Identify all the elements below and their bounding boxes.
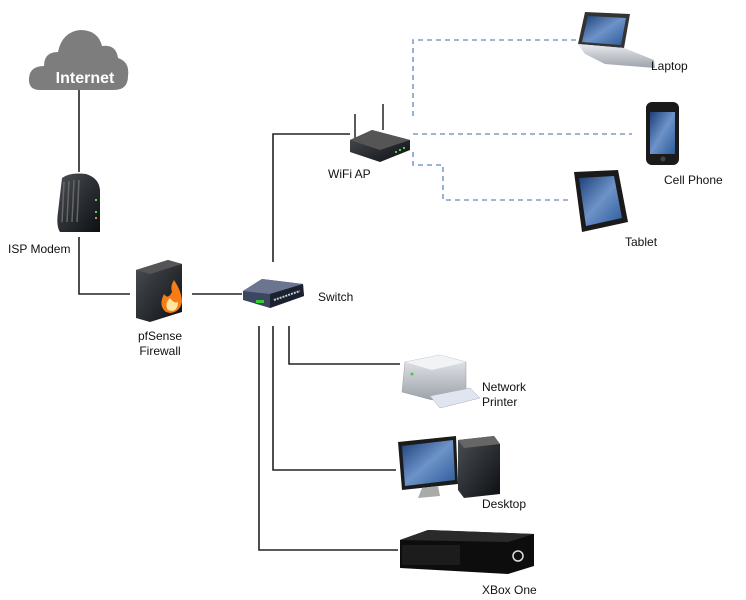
- phone-icon: [646, 102, 679, 165]
- firewall-label-line2: Firewall: [139, 344, 180, 358]
- wifi-ap-node[interactable]: WiFi AP: [328, 104, 410, 181]
- desktop-label: Desktop: [482, 497, 526, 511]
- tablet-label: Tablet: [625, 235, 658, 249]
- modem-node[interactable]: ISP Modem: [8, 173, 100, 257]
- internet-node[interactable]: Internet: [28, 30, 129, 90]
- tablet-icon: [574, 170, 628, 232]
- cell-phone-label: Cell Phone: [664, 173, 723, 187]
- internet-label: Internet: [56, 70, 115, 87]
- wireless-links: [412, 39, 632, 201]
- printer-label-line2: Printer: [482, 395, 517, 409]
- laptop-node[interactable]: Laptop: [578, 12, 688, 73]
- printer-icon: [401, 354, 481, 409]
- firewall-node[interactable]: pfSense Firewall: [136, 260, 182, 358]
- firewall-label-line1: pfSense: [138, 329, 182, 343]
- modem-icon: [57, 173, 100, 232]
- desktop-icon: [398, 436, 500, 498]
- router-icon: [350, 104, 410, 162]
- link-wifi-laptop: [412, 39, 578, 116]
- firewall-icon: [136, 260, 182, 322]
- printer-node[interactable]: Network Printer: [401, 354, 527, 409]
- laptop-label: Laptop: [651, 59, 688, 73]
- desktop-node[interactable]: Desktop: [398, 436, 526, 511]
- laptop-icon: [578, 12, 655, 68]
- xbox-node[interactable]: XBox One: [400, 530, 537, 597]
- xbox-label: XBox One: [482, 583, 537, 597]
- switch-node[interactable]: Switch: [243, 279, 353, 308]
- cell-phone-node[interactable]: Cell Phone: [646, 102, 723, 187]
- cloud-icon: [28, 30, 129, 90]
- printer-label-line1: Network: [482, 380, 527, 394]
- link-modem-firewall: [78, 237, 130, 295]
- link-switch-printer: [288, 326, 400, 365]
- wired-links: [78, 90, 400, 551]
- modem-label: ISP Modem: [8, 242, 70, 256]
- link-switch-wifi: [272, 133, 350, 262]
- tablet-node[interactable]: Tablet: [574, 170, 658, 249]
- link-switch-xbox: [258, 326, 398, 551]
- wifi-ap-label: WiFi AP: [328, 167, 371, 181]
- switch-label: Switch: [318, 290, 353, 304]
- switch-icon: [243, 279, 304, 308]
- link-switch-desktop: [272, 326, 396, 471]
- link-wifi-tablet: [412, 152, 570, 201]
- game-console-icon: [400, 530, 534, 574]
